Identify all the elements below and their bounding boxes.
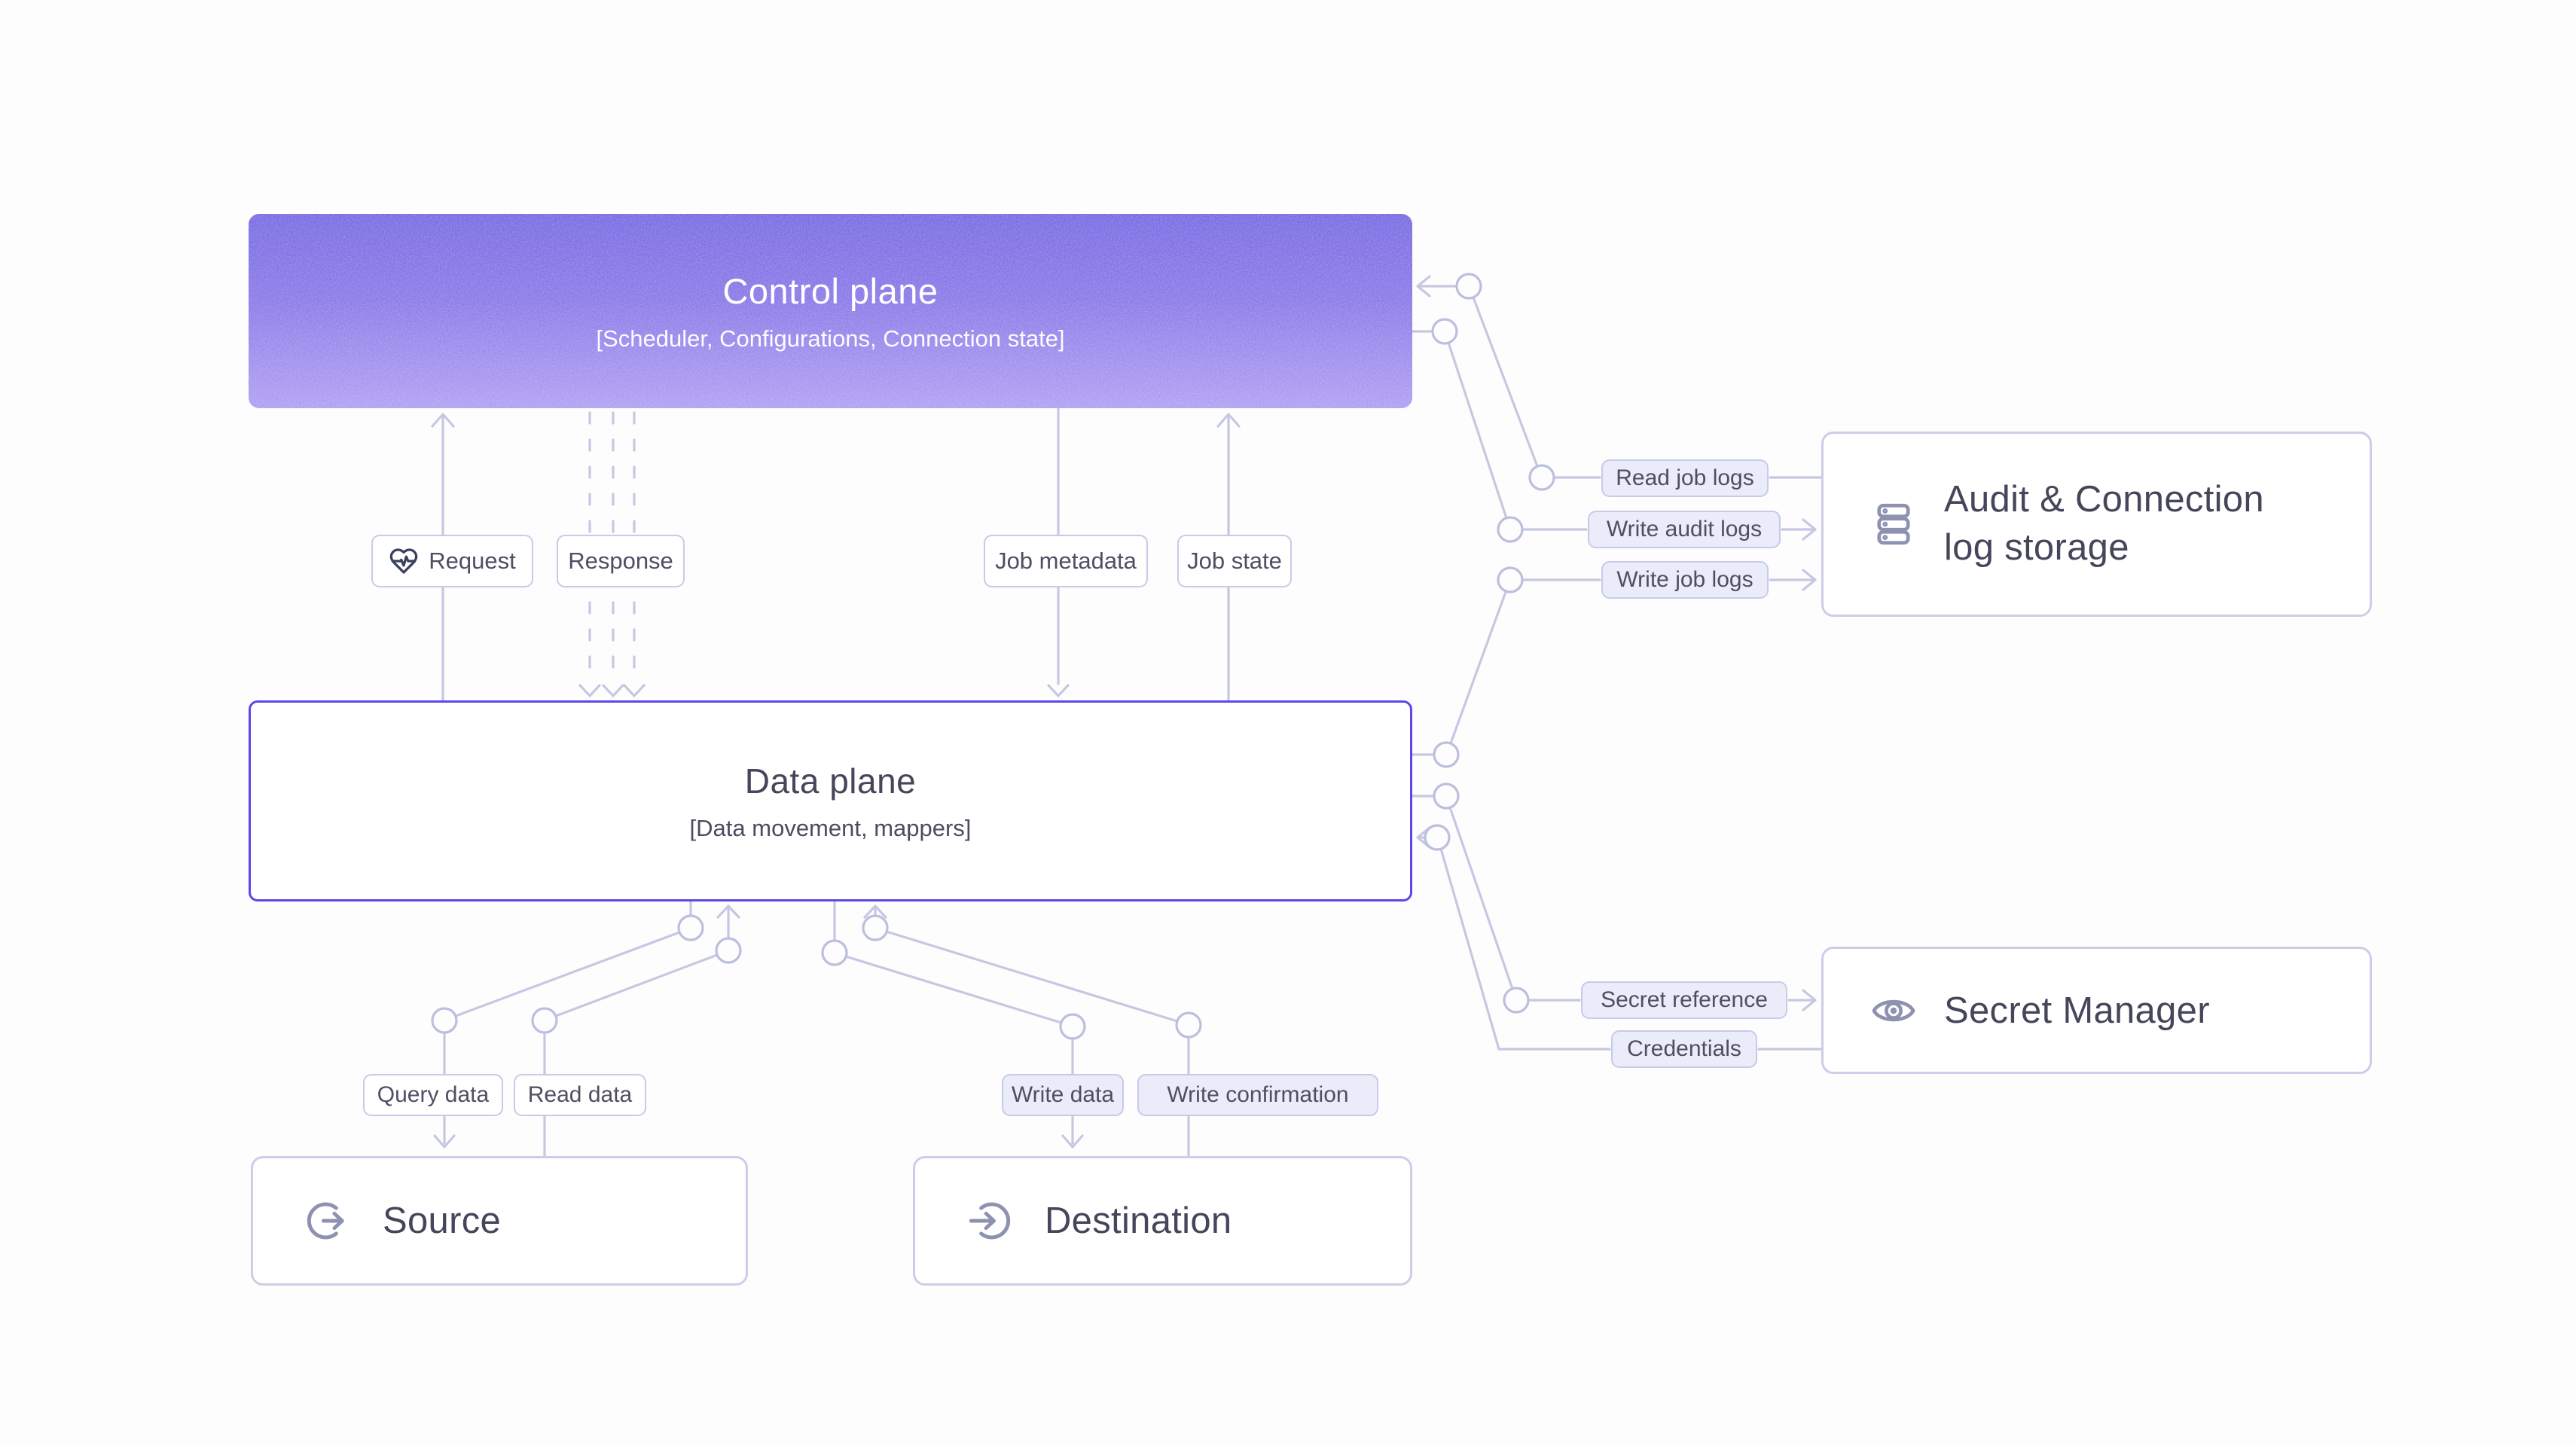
read-data-label-text: Read data <box>527 1082 633 1107</box>
junction-nodes <box>431 273 1555 1040</box>
secret-manager-title: Secret Manager <box>1944 990 2210 1031</box>
write-audit-logs-label: Write audit logs <box>1588 511 1781 548</box>
edge-secret-reference <box>1411 795 1817 1011</box>
audit-log-storage-box: Audit & Connection log storage <box>1821 432 2372 617</box>
query-data-label: Query data <box>363 1074 503 1116</box>
source-title: Source <box>383 1200 502 1241</box>
audit-log-storage-title: Audit & Connection log storage <box>1944 479 2264 568</box>
write-confirmation-label: Write confirmation <box>1137 1074 1378 1116</box>
data-plane-title: Data plane <box>744 761 917 801</box>
job-metadata-label-text: Job metadata <box>995 548 1137 574</box>
edge-read-data <box>543 905 740 1158</box>
write-job-logs-label: Write job logs <box>1601 561 1769 599</box>
control-plane-subtitle: [Scheduler, Configurations, Connection s… <box>596 325 1065 352</box>
write-data-label: Write data <box>1002 1074 1124 1116</box>
server-stack-icon <box>1869 499 1918 549</box>
read-job-logs-label-text: Read job logs <box>1616 465 1754 490</box>
write-data-label-text: Write data <box>1011 1082 1115 1107</box>
secret-reference-label: Secret reference <box>1581 981 1787 1019</box>
edge-write-audit-logs <box>1411 330 1817 541</box>
job-state-label: Job state <box>1177 535 1292 587</box>
edge-read-job-logs <box>1416 275 1823 479</box>
eye-icon <box>1869 986 1918 1036</box>
grain-texture <box>249 214 1412 408</box>
write-audit-logs-label-text: Write audit logs <box>1606 517 1763 541</box>
edge-credentials <box>1416 826 1823 1051</box>
secret-manager-box: Secret Manager <box>1821 947 2372 1074</box>
destination-box: Destination <box>913 1156 1412 1286</box>
data-plane-box: Data plane [Data movement, mappers] <box>249 700 1412 901</box>
credentials-label-text: Credentials <box>1627 1036 1741 1061</box>
edge-write-job-logs <box>1411 569 1817 756</box>
data-plane-subtitle: [Data movement, mappers] <box>689 814 972 841</box>
secret-reference-label-text: Secret reference <box>1601 987 1768 1012</box>
credentials-label: Credentials <box>1611 1030 1757 1068</box>
response-label-text: Response <box>568 548 673 574</box>
request-label-text: Request <box>429 548 516 574</box>
edge-write-confirmation <box>863 905 1190 1158</box>
write-confirmation-label-text: Write confirmation <box>1167 1082 1349 1107</box>
response-label: Response <box>557 535 685 587</box>
write-job-logs-label-text: Write job logs <box>1616 567 1753 592</box>
request-label: Request <box>371 535 533 587</box>
destination-title: Destination <box>1045 1200 1232 1241</box>
arrow-into-circle-icon <box>965 1196 1015 1246</box>
control-plane-title: Control plane <box>722 270 939 311</box>
read-data-label: Read data <box>514 1074 646 1116</box>
heart-pulse-icon <box>389 546 419 576</box>
source-box: Source <box>251 1156 748 1286</box>
read-job-logs-label: Read job logs <box>1601 459 1769 497</box>
job-metadata-label: Job metadata <box>984 535 1148 587</box>
job-state-label-text: Job state <box>1187 548 1282 574</box>
control-plane-box: Control plane [Scheduler, Configurations… <box>249 214 1412 408</box>
query-data-label-text: Query data <box>377 1082 490 1107</box>
arrow-out-of-circle-icon <box>303 1196 353 1246</box>
